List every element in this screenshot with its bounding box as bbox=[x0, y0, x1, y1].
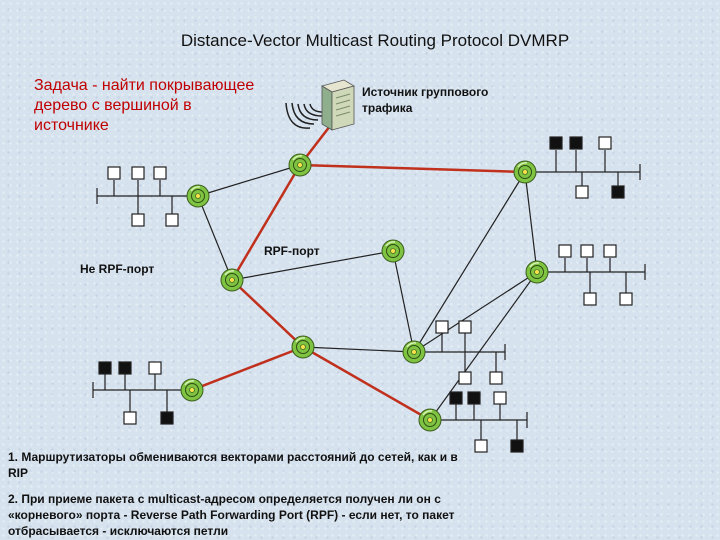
host-icon bbox=[107, 166, 121, 180]
host-icon bbox=[165, 213, 179, 227]
host-icon bbox=[489, 371, 503, 385]
router-icon bbox=[291, 335, 315, 359]
link bbox=[392, 250, 415, 353]
host-icon bbox=[510, 439, 524, 453]
tree-link bbox=[302, 345, 431, 422]
link bbox=[197, 195, 233, 281]
router-icon bbox=[381, 239, 405, 263]
router-icon bbox=[402, 340, 426, 364]
source-label: Источник группового трафика bbox=[362, 85, 489, 115]
host-icon bbox=[467, 391, 481, 405]
link bbox=[413, 171, 526, 353]
note-2: 2. При приеме пакета с multicast-адресом… bbox=[8, 492, 455, 538]
link bbox=[524, 171, 538, 273]
host-icon bbox=[449, 391, 463, 405]
host-icon bbox=[123, 411, 137, 425]
non-rpf-port-label: Не RPF-порт bbox=[80, 262, 155, 276]
host-icon bbox=[148, 361, 162, 375]
routers bbox=[180, 153, 549, 432]
tree-links bbox=[191, 125, 526, 422]
host-icon bbox=[160, 411, 174, 425]
link bbox=[197, 164, 301, 197]
router-icon bbox=[288, 153, 312, 177]
host-icon bbox=[603, 244, 617, 258]
host-icon bbox=[575, 185, 589, 199]
router-icon bbox=[418, 408, 442, 432]
link bbox=[413, 271, 538, 353]
router-icon bbox=[525, 260, 549, 284]
host-icon bbox=[474, 439, 488, 453]
router-icon bbox=[513, 160, 537, 184]
hosts bbox=[98, 136, 633, 453]
server-icon bbox=[285, 79, 356, 131]
host-icon bbox=[98, 361, 112, 375]
rpf-port-label: RPF-порт bbox=[264, 244, 320, 258]
host-icon bbox=[611, 185, 625, 199]
host-icon bbox=[458, 320, 472, 334]
link bbox=[302, 346, 415, 353]
host-icon bbox=[549, 136, 563, 150]
host-icon bbox=[493, 391, 507, 405]
page-title: Distance-Vector Multicast Routing Protoc… bbox=[180, 31, 570, 50]
host-icon bbox=[435, 320, 449, 334]
note-1: 1. Маршрутизаторы обмениваются векторами… bbox=[8, 450, 458, 480]
host-icon bbox=[583, 292, 597, 306]
host-icon bbox=[153, 166, 167, 180]
host-icon bbox=[558, 244, 572, 258]
tree-link bbox=[191, 345, 304, 392]
lan-segments bbox=[92, 150, 646, 440]
tree-link bbox=[230, 164, 302, 281]
host-icon bbox=[619, 292, 633, 306]
link bbox=[429, 271, 538, 421]
host-icon bbox=[118, 361, 132, 375]
router-icon bbox=[180, 378, 204, 402]
router-icon bbox=[220, 268, 244, 292]
host-icon bbox=[569, 136, 583, 150]
host-icon bbox=[131, 213, 145, 227]
tree-link bbox=[231, 279, 304, 348]
link bbox=[231, 250, 394, 281]
host-icon bbox=[131, 166, 145, 180]
router-icon bbox=[186, 184, 210, 208]
tree-link bbox=[299, 163, 526, 174]
host-icon bbox=[580, 244, 594, 258]
host-icon bbox=[598, 136, 612, 150]
task-statement: Задача - найти покрывающее дерево с верш… bbox=[34, 77, 255, 134]
host-icon bbox=[458, 371, 472, 385]
normal-links bbox=[197, 164, 538, 421]
